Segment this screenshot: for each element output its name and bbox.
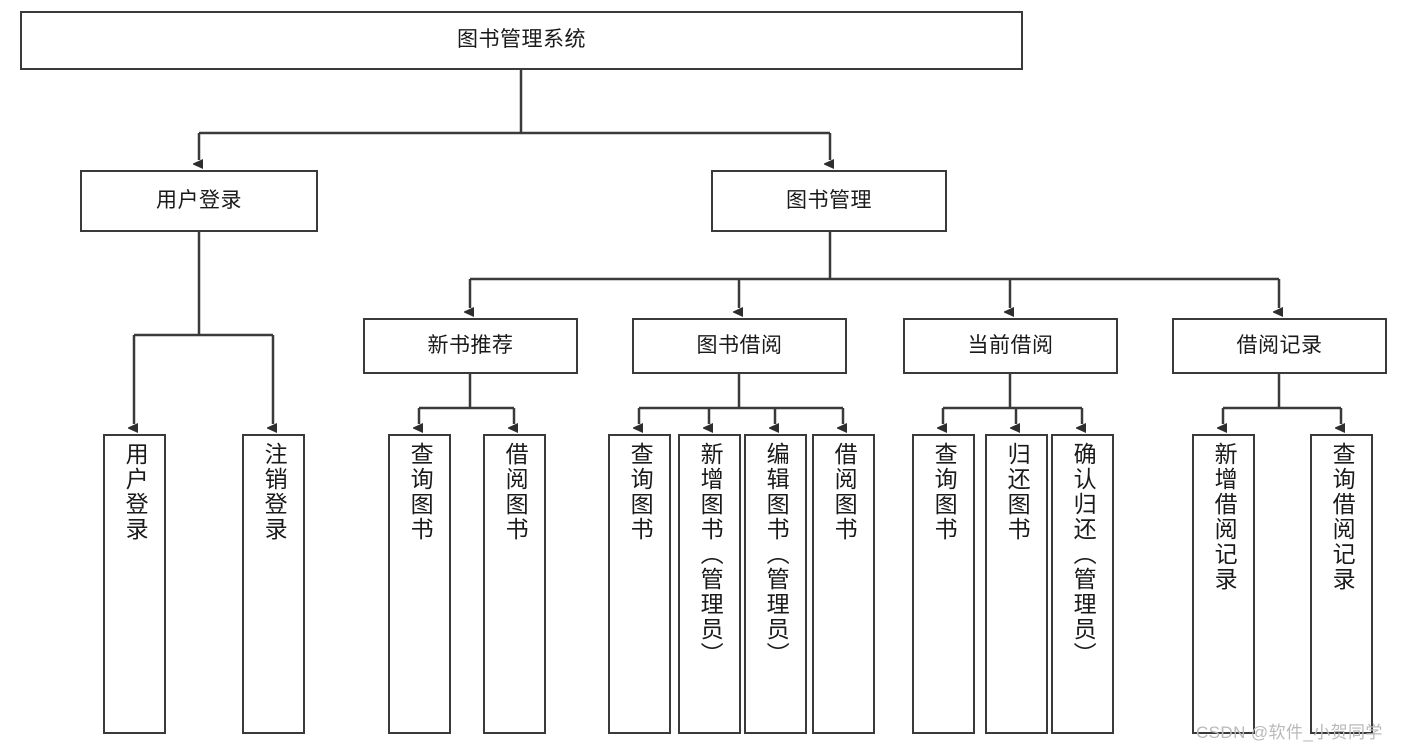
leaf-borrow-book-1[interactable]: 借阅图书 xyxy=(483,434,546,734)
leaf-query-record[interactable]: 查询借阅记录 xyxy=(1310,434,1373,734)
leaf-query-record-label: 查询借阅记录 xyxy=(1329,442,1356,592)
node-book-borrow-label: 图书借阅 xyxy=(696,333,783,357)
node-current-borrow-label: 当前借阅 xyxy=(967,333,1054,357)
leaf-add-book-label: 新增图书（管理员） xyxy=(697,442,724,667)
leaf-user-logout-label: 注销登录 xyxy=(261,442,288,542)
node-user-login-label: 用户登录 xyxy=(156,188,242,212)
leaf-borrow-book-1-label: 借阅图书 xyxy=(502,442,529,542)
leaf-borrow-book-2[interactable]: 借阅图书 xyxy=(812,434,875,734)
node-new-book-recommend-label: 新书推荐 xyxy=(427,333,514,357)
leaf-query-book-1-label: 查询图书 xyxy=(407,442,434,542)
leaf-user-login-label: 用户登录 xyxy=(122,442,149,542)
leaf-borrow-book-2-label: 借阅图书 xyxy=(831,442,858,542)
leaf-edit-book-label: 编辑图书（管理员） xyxy=(763,442,790,667)
node-book-manage-label: 图书管理 xyxy=(786,188,872,212)
node-new-book-recommend[interactable]: 新书推荐 xyxy=(363,318,578,374)
leaf-return-book-label: 归还图书 xyxy=(1004,442,1031,542)
leaf-query-book-1[interactable]: 查询图书 xyxy=(388,434,451,734)
csdn-watermark: CSDN @软件_小贺同学 xyxy=(1196,723,1383,742)
node-user-login[interactable]: 用户登录 xyxy=(80,170,318,232)
leaf-edit-book[interactable]: 编辑图书（管理员） xyxy=(744,434,807,734)
leaf-confirm-return-label: 确认归还（管理员） xyxy=(1070,442,1097,667)
node-borrow-record-label: 借阅记录 xyxy=(1236,333,1323,357)
node-root[interactable]: 图书管理系统 xyxy=(20,11,1023,70)
leaf-user-logout[interactable]: 注销登录 xyxy=(242,434,305,734)
node-book-borrow[interactable]: 图书借阅 xyxy=(632,318,847,374)
leaf-query-book-3-label: 查询图书 xyxy=(931,442,958,542)
leaf-confirm-return[interactable]: 确认归还（管理员） xyxy=(1051,434,1114,734)
leaf-query-book-2[interactable]: 查询图书 xyxy=(608,434,671,734)
leaf-return-book[interactable]: 归还图书 xyxy=(985,434,1048,734)
leaf-user-login[interactable]: 用户登录 xyxy=(103,434,166,734)
node-current-borrow[interactable]: 当前借阅 xyxy=(903,318,1118,374)
node-root-label: 图书管理系统 xyxy=(457,28,586,52)
node-book-manage[interactable]: 图书管理 xyxy=(711,170,947,232)
node-borrow-record[interactable]: 借阅记录 xyxy=(1172,318,1387,374)
leaf-query-book-3[interactable]: 查询图书 xyxy=(912,434,975,734)
leaf-query-book-2-label: 查询图书 xyxy=(627,442,654,542)
leaf-add-record[interactable]: 新增借阅记录 xyxy=(1192,434,1255,734)
leaf-add-book[interactable]: 新增图书（管理员） xyxy=(678,434,741,734)
leaf-add-record-label: 新增借阅记录 xyxy=(1211,442,1238,592)
